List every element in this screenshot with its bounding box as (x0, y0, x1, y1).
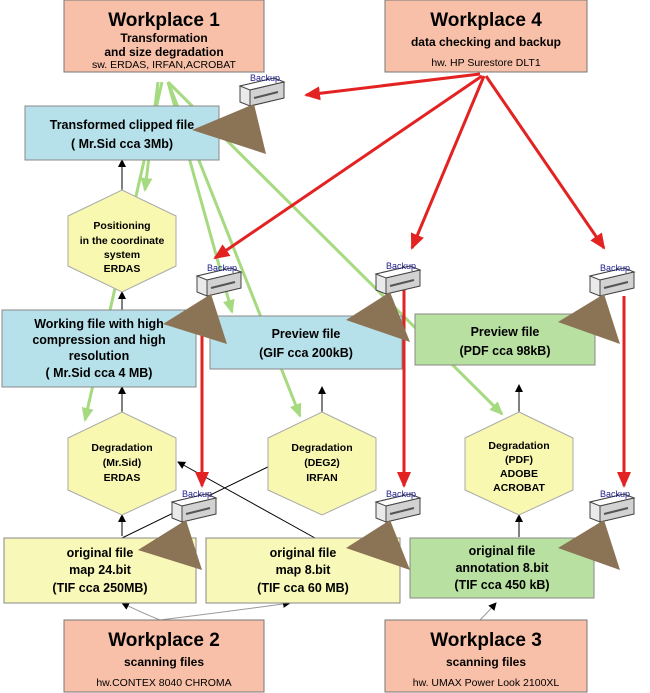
workplace-2-subtitle: scanning files (124, 655, 204, 669)
workplace-1-detail: sw. ERDAS, IRFAN,ACROBAT (92, 59, 236, 71)
svg-text:( Mr.Sid cca 4 MB): ( Mr.Sid cca 4 MB) (46, 366, 153, 380)
degradation-irfan-hexagon: Degradation (DEG2) IRFAN (267, 411, 377, 516)
workplace-1: Workplace 1 Transformation and size degr… (63, 0, 265, 73)
svg-text:(TIF cca 450 kB): (TIF cca 450 kB) (454, 578, 549, 592)
backup-label: Backup (207, 263, 237, 273)
svg-text:ADOBE: ADOBE (500, 468, 538, 480)
workplace-1-subtitle: Transformation (120, 31, 207, 45)
svg-text:ERDAS: ERDAS (104, 263, 141, 275)
svg-text:Preview file: Preview file (471, 325, 540, 339)
backup-label: Backup (600, 489, 630, 499)
degradation-mrsid-hexagon: Degradation (Mr.Sid) ERDAS (67, 411, 177, 516)
svg-text:(DEG2): (DEG2) (304, 457, 340, 469)
backup-label: Backup (182, 489, 212, 499)
backup-drive-5: Backup (138, 489, 217, 570)
transformed-clipped-file-box: Transformed clipped file ( Mr.Sid cca 3M… (24, 105, 220, 161)
backup-drive-1: Backup (192, 73, 285, 154)
svg-text:Preview file: Preview file (272, 327, 341, 341)
svg-text:map 8.bit: map 8.bit (276, 563, 332, 577)
backup-drive-3: Backup (346, 261, 421, 342)
workplace-2-detail: hw.CONTEX 8040 CHROMA (96, 677, 231, 689)
degradation-pdf-hexagon: Degradation (PDF) ADOBE ACROBAT (464, 411, 574, 516)
svg-text:ERDAS: ERDAS (104, 472, 141, 484)
backup-drive-7: Backup (558, 489, 635, 570)
svg-text:(PDF cca 98kB): (PDF cca 98kB) (459, 344, 550, 358)
svg-text:Degradation: Degradation (488, 440, 549, 452)
workplace-2-title: Workplace 2 (108, 630, 220, 651)
backup-label: Backup (250, 73, 280, 83)
svg-text:annotation 8.bit: annotation 8.bit (455, 561, 549, 575)
svg-text:in the coordinate: in the coordinate (80, 235, 165, 247)
svg-text:( Mr.Sid cca 3Mb): ( Mr.Sid cca 3Mb) (71, 137, 173, 151)
svg-text:map 24.bit: map 24.bit (69, 563, 132, 577)
svg-text:Positioning: Positioning (93, 220, 150, 232)
svg-text:ACROBAT: ACROBAT (493, 482, 545, 494)
positioning-hexagon: Positioning in the coordinate system ERD… (67, 189, 177, 293)
svg-text:Degradation: Degradation (291, 442, 352, 454)
svg-text:(PDF): (PDF) (505, 454, 533, 466)
workplace-3-title: Workplace 3 (430, 630, 542, 651)
backup-label: Backup (600, 263, 630, 273)
svg-text:original file: original file (67, 546, 134, 560)
backup-label: Backup (386, 261, 416, 271)
original-file-24bit-box: original file map 24.bit (TIF cca 250MB) (3, 537, 197, 604)
svg-text:(TIF cca 250MB): (TIF cca 250MB) (52, 581, 147, 595)
workplace-4-detail: hw. HP Surestore DLT1 (431, 57, 540, 69)
workplace-1-subtitle-2: and size degradation (104, 45, 223, 59)
workplace-3-subtitle: scanning files (446, 655, 526, 669)
backup-drive-2: Backup (163, 263, 242, 344)
workplace-3-detail: hw. UMAX Power Look 2100XL (413, 677, 560, 689)
workplace-2: Workplace 2 scanning files hw.CONTEX 804… (63, 619, 265, 693)
working-file-box: Working file with high compression and h… (1, 309, 197, 388)
backup-drive-4: Backup (558, 263, 635, 344)
workplace-4-subtitle: data checking and backup (411, 35, 561, 49)
svg-text:(TIF cca 60 MB): (TIF cca 60 MB) (257, 581, 349, 595)
backup-label: Backup (386, 489, 416, 499)
svg-text:Transformed clipped file: Transformed clipped file (50, 118, 195, 132)
preview-gif-box: Preview file (GIF cca 200kB) (209, 315, 403, 370)
svg-text:compression and high: compression and high (32, 333, 165, 347)
workplace-3: Workplace 3 scanning files hw. UMAX Powe… (384, 619, 588, 693)
workplace-1-title: Workplace 1 (108, 10, 220, 31)
workplace-4: Workplace 4 data checking and backup hw.… (384, 0, 588, 73)
svg-text:Working file with high: Working file with high (34, 317, 164, 331)
workplace-4-title: Workplace 4 (430, 10, 542, 31)
svg-text:Degradation: Degradation (91, 442, 152, 454)
svg-text:original file: original file (469, 544, 536, 558)
svg-text:(GIF cca 200kB): (GIF cca 200kB) (259, 346, 353, 360)
backup-drive-6: Backup (346, 489, 421, 570)
svg-text:resolution: resolution (69, 349, 129, 363)
svg-text:original file: original file (270, 546, 337, 560)
svg-text:(Mr.Sid): (Mr.Sid) (103, 457, 142, 469)
svg-text:system: system (104, 249, 140, 261)
svg-text:IRFAN: IRFAN (306, 472, 338, 484)
